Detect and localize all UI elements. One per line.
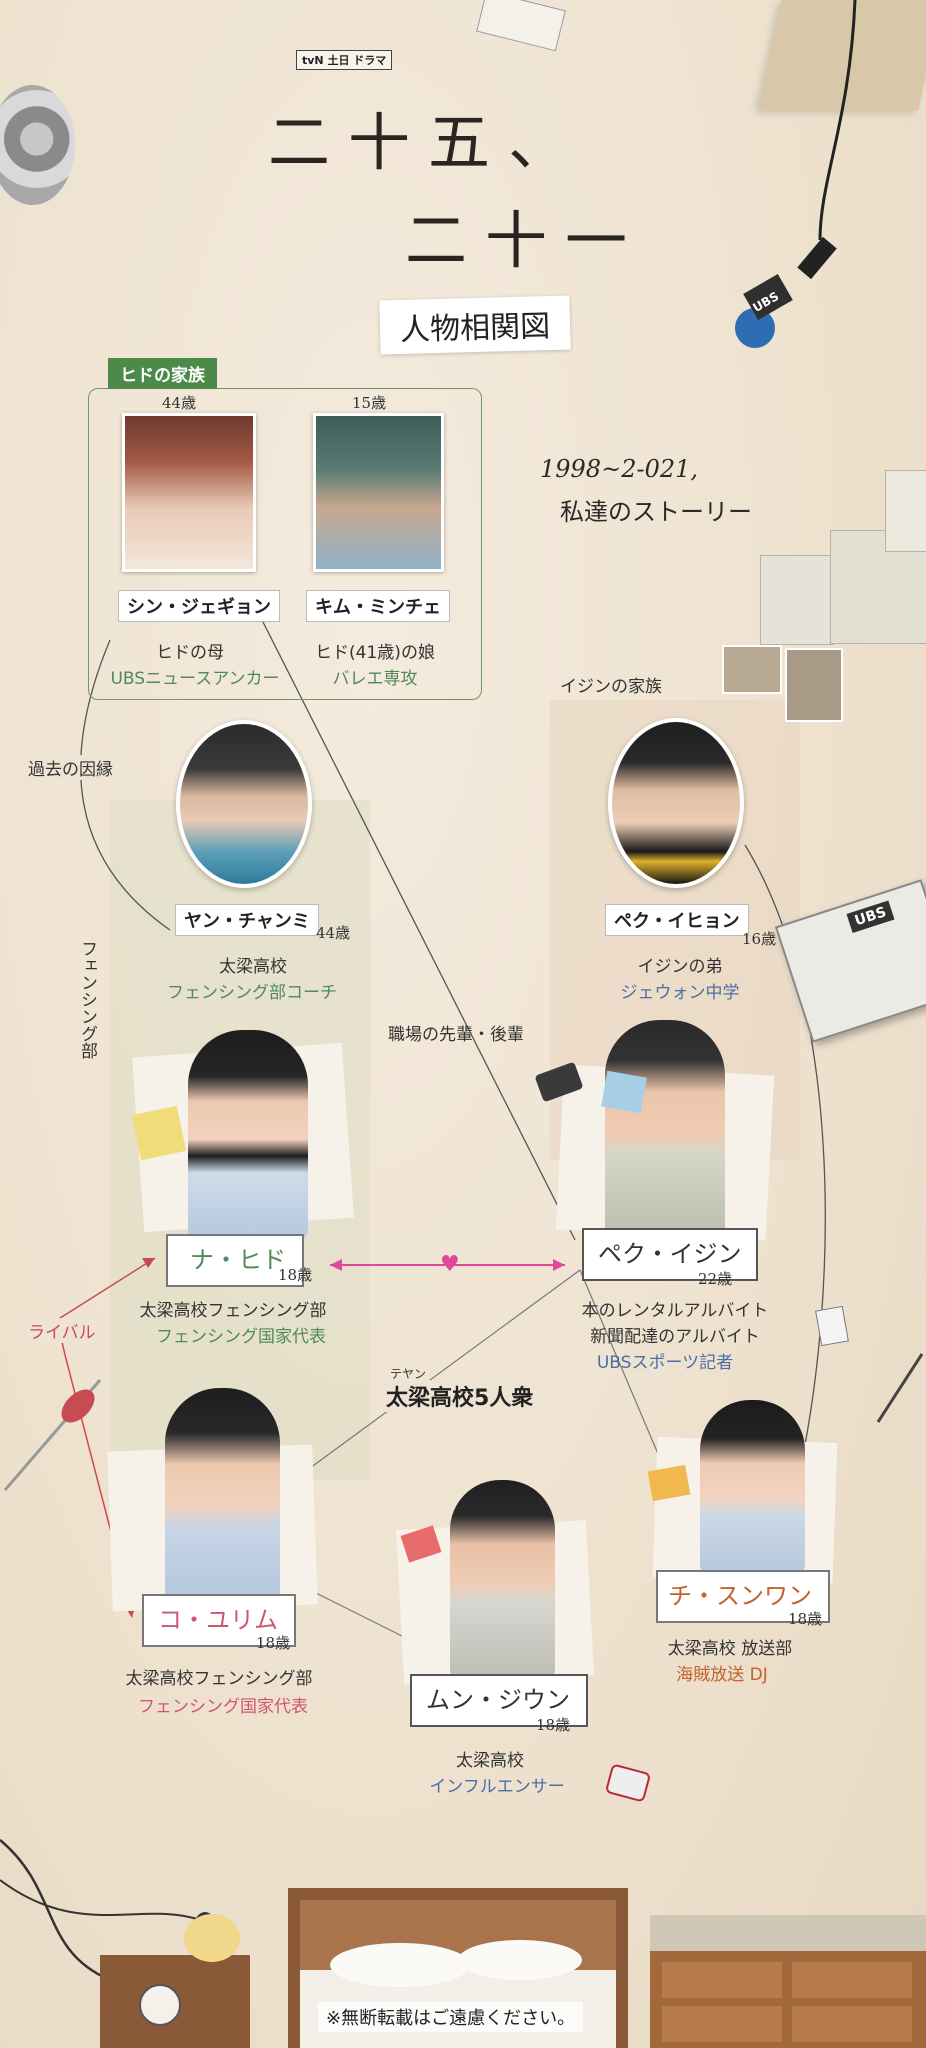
jaegyeong-role: ヒドの母 [156, 643, 224, 663]
yurim-line1: 太梁高校フェンシング部 [125, 1669, 313, 1689]
group-label: 太梁高校5人衆 [382, 1380, 538, 1412]
brother-line1: イジンの弟 [637, 957, 723, 977]
brother-line [744, 844, 826, 1471]
coach-photo [176, 720, 312, 888]
brother-age: 16歳 [742, 930, 777, 948]
jiwoong-photo [396, 1480, 594, 1685]
coach-line1: 太梁高校 [219, 957, 287, 977]
notebook-label: UBS [846, 900, 895, 934]
photo-clipping-icon [785, 648, 843, 722]
press-badge-icon [815, 1305, 849, 1347]
brother-line2: ジェウォン中学 [620, 983, 740, 1003]
relation-workplace: 職場の先輩・後輩 [388, 1025, 524, 1045]
jiwoong-line1: 太梁高校 [456, 1751, 524, 1771]
title-line-2: 二十一 [405, 204, 646, 277]
minchae-role: ヒド(41歳)の娘 [315, 643, 435, 663]
minchae-tag: バレエ専攻 [332, 669, 418, 689]
jiwoong-age: 18歳 [536, 1716, 571, 1734]
channel-logo: tvN 土日 ドラマ [296, 50, 393, 70]
hido-photo [132, 1030, 354, 1240]
jaegyeong-age: 44歳 [162, 394, 197, 412]
hido-line2: フェンシング国家代表 [156, 1327, 326, 1347]
jaegyeong-photo [122, 413, 256, 572]
coach-age: 44歳 [316, 924, 351, 942]
hido-name: ナ・ヒド [166, 1234, 304, 1287]
seungwan-photo [652, 1400, 838, 1584]
jiwoong-name: ムン・ジウン [410, 1674, 588, 1727]
chart-subtitle: 人物相関図 [379, 295, 571, 355]
brother-photo [608, 718, 744, 888]
relation-fencing: フェンシング部 [77, 940, 97, 1059]
minchae-photo [313, 413, 444, 572]
hido-line1: 太梁高校フェンシング部 [139, 1301, 327, 1321]
seungwan-name: チ・スンワン [656, 1570, 830, 1623]
fencing-sword-icon [3, 1379, 102, 1491]
sticky-note-icon [131, 1105, 187, 1161]
seungwan-line2: 海賊放送 DJ [676, 1665, 768, 1685]
ijin-line3: UBSスポーツ記者 [596, 1353, 734, 1373]
ijin-age: 22歳 [698, 1270, 733, 1288]
story-text: 私達のストーリー [560, 498, 752, 526]
title-line-1: 二十五、 [268, 106, 589, 179]
hido-family-box [88, 388, 482, 700]
coach-line2: フェンシング部コーチ [167, 983, 337, 1003]
yurim-name: コ・ユリム [142, 1594, 296, 1647]
yurim-line2: フェンシング国家代表 [138, 1697, 308, 1717]
relation-past: 過去の因縁 [28, 755, 113, 780]
hido-family-label: ヒドの家族 [108, 358, 217, 389]
yurim-age: 18歳 [256, 1634, 291, 1652]
heart-icon: ♥ [440, 1252, 460, 1277]
workplace-line [261, 619, 576, 1241]
minchae-name: キム・ミンチェ [306, 590, 450, 622]
ijin-photo [555, 1020, 775, 1245]
hido-age: 18歳 [278, 1266, 313, 1284]
ijin-line2: 新聞配達のアルバイト [590, 1327, 760, 1347]
photo-clipping-icon [722, 645, 782, 694]
coach-name: ヤン・チャンミ [175, 904, 319, 936]
ijin-line1: 本のレンタルアルバイト [581, 1301, 769, 1321]
group-ruby: テヤン [390, 1367, 427, 1381]
sticky-note-icon [601, 1070, 647, 1114]
newspaper-clipping-icon [885, 470, 926, 552]
seungwan-line1: 太梁高校 放送部 [667, 1639, 793, 1659]
jaegyeong-tag: UBSニュースアンカー [110, 669, 280, 689]
seungwan-age: 18歳 [788, 1610, 823, 1628]
newspaper-clipping-icon [760, 555, 834, 645]
tape-roll-icon [0, 85, 75, 205]
minchae-age: 15歳 [352, 394, 387, 412]
relation-rival: ライバル [28, 1318, 96, 1343]
yurim-photo [107, 1388, 318, 1613]
footer-notice: ※無断転載はご遠慮ください。 [318, 2002, 584, 2032]
group-line-bottom [309, 1589, 411, 1641]
ijin-name: ペク・イジン [582, 1228, 758, 1281]
ijin-family-label: イジンの家族 [560, 677, 662, 697]
pen-icon [876, 1353, 924, 1423]
story-date: 1998~2-021, [540, 455, 699, 483]
jiwoong-line2: インフルエンサー [429, 1777, 565, 1797]
brother-name: ペク・イヒョン [605, 904, 749, 936]
jaegyeong-name: シン・ジェギョン [118, 590, 280, 622]
past-relation-line [80, 639, 171, 931]
microphone-icon [735, 0, 857, 348]
